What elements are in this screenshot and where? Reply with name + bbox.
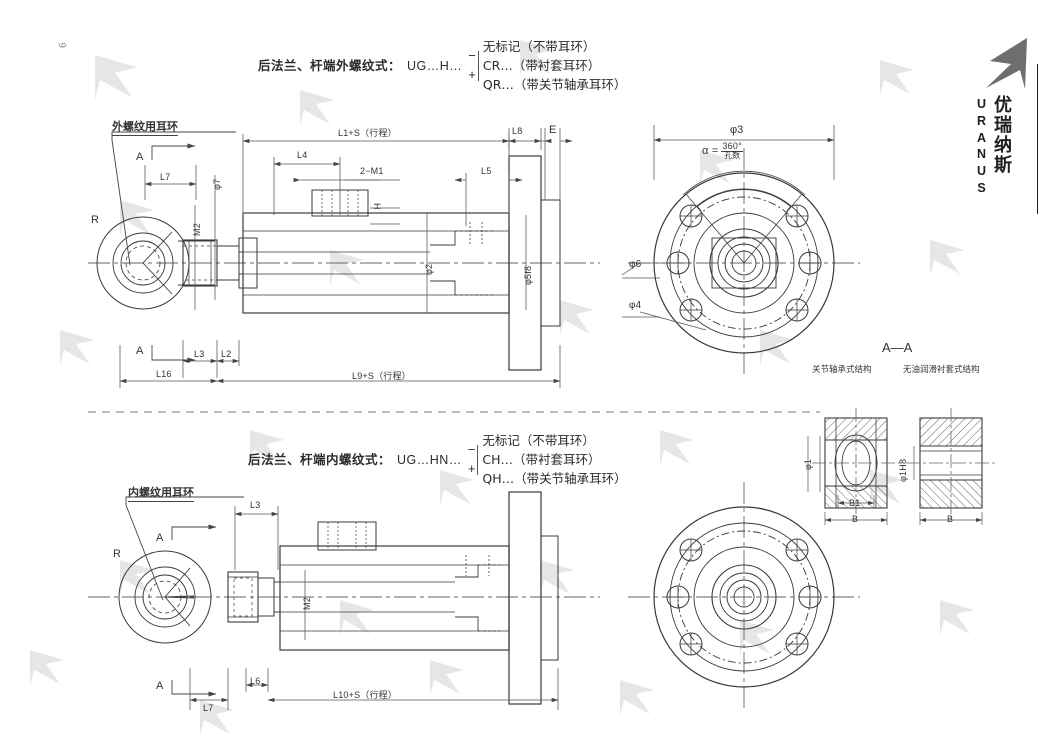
dim-2-M1: 2−M1 [360, 166, 384, 176]
variant-0: 无标记（不带耳环） [482, 39, 596, 54]
variant-0: 无标记（不带耳环） [482, 433, 595, 448]
upper-radius-label: R [91, 214, 99, 226]
title-upper-code: UG…H… [407, 58, 463, 73]
title-lower-label: 后法兰、杆端内螺纹式： [248, 451, 392, 467]
dim-M2-lower: M2 [302, 597, 312, 610]
upper-section-mark-a-bottom: A [136, 345, 144, 357]
page-number: 6 [58, 42, 69, 48]
lower-section-mark-a-top: A [156, 532, 164, 544]
lower-radius-label: R [113, 548, 121, 560]
sign-plus: + [468, 67, 476, 83]
brand-latin: URANUS [976, 97, 988, 195]
lower-section-mark-a-bottom: A [156, 680, 164, 692]
watermark-layer [30, 40, 974, 736]
dim-L16: L16 [156, 369, 172, 379]
variant-brace [477, 51, 479, 82]
dim-phi1: φ1 [803, 458, 813, 470]
logo-divider [1036, 64, 1038, 214]
dim-B-right: B [947, 514, 954, 524]
upper-section-mark-a-top: A [136, 151, 144, 163]
dim-L6: L6 [250, 676, 261, 686]
dim-B-left: B [852, 514, 859, 524]
title-upper-signs: − + [468, 47, 476, 85]
dim-L3-lower: L3 [250, 500, 261, 510]
dim-phi6: φ6 [629, 259, 642, 270]
dim-L8: L8 [512, 126, 523, 136]
dim-phi2: φ2 [424, 263, 434, 275]
dim-E: E [549, 124, 557, 136]
section-aa-caption-spherical: 关节轴承式结构 [812, 365, 872, 375]
dim-L1-plus-S: L1+S（行程） [338, 128, 397, 138]
angle-numerator: 360° [721, 141, 743, 153]
dim-M2-upper: M2 [192, 223, 202, 236]
dim-L4: L4 [297, 150, 308, 160]
dim-phi3: φ3 [730, 124, 744, 136]
dim-B1: B1 [849, 498, 861, 508]
lower-view-heading: 内螺纹用耳环 [128, 484, 194, 502]
variant-2: QR…（带关节轴承耳环） [482, 76, 627, 92]
title-lower-code: UG…HN… [397, 452, 462, 467]
title-upper-variants: 无标记（不带耳环） CR…（带衬套耳环） QR…（带关节轴承耳环） [483, 38, 627, 94]
dim-L10-plus-S: L10+S（行程） [333, 690, 398, 700]
dim-L9-plus-S: L9+S（行程） [352, 371, 411, 381]
title-upper-label: 后法兰、杆端外螺纹式： [258, 57, 402, 73]
angle-symbol: α = [702, 145, 719, 158]
sign-minus: − [468, 48, 476, 64]
sign-plus: + [467, 461, 476, 477]
dim-L7-lower: L7 [203, 703, 214, 713]
variant-1: CH…（带衬套耳环） [482, 451, 601, 467]
variant-brace [477, 445, 479, 476]
variant-2: QH…（带关节轴承耳环） [482, 470, 627, 486]
dim-phi4: φ4 [629, 300, 642, 311]
sign-minus: − [467, 442, 476, 458]
dim-L2: L2 [221, 349, 232, 359]
dim-L7-upper: L7 [160, 172, 171, 182]
dim-L5: L5 [481, 166, 492, 176]
dim-phi5f8: φ5f8 [523, 265, 533, 285]
section-aa-caption-bushing: 无油润滑衬套式结构 [903, 365, 980, 375]
section-aa-title: A—A [882, 340, 913, 355]
dim-L3-upper: L3 [194, 349, 205, 359]
variant-1: CR…（带衬套耳环） [482, 57, 601, 73]
arrow-logo-icon [986, 38, 1027, 89]
dim-phi7: φ7 [212, 178, 222, 190]
angle-denominator: 孔数 [723, 151, 741, 161]
brand-logo: 优瑞纳斯 URANUS [968, 34, 1038, 214]
dim-H: H [372, 203, 382, 210]
upper-view-heading: 外螺纹用耳环 [112, 118, 178, 136]
title-lower-variants: 无标记（不带耳环） CH…（带衬套耳环） QH…（带关节轴承耳环） [482, 432, 626, 488]
title-block-upper: 后法兰、杆端外螺纹式： UG…H… − + 无标记（不带耳环） CR…（带衬套耳… [258, 38, 626, 94]
angle-formula: α = 360° 孔数 [702, 141, 743, 161]
title-lower-signs: − + [468, 441, 476, 479]
dim-phi1H8: φ1H8 [898, 458, 908, 482]
title-block-lower: 后法兰、杆端内螺纹式： UG…HN… − + 无标记（不带耳环） CH…（带衬套… [248, 432, 627, 488]
brand-chinese: 优瑞纳斯 [994, 95, 1012, 177]
